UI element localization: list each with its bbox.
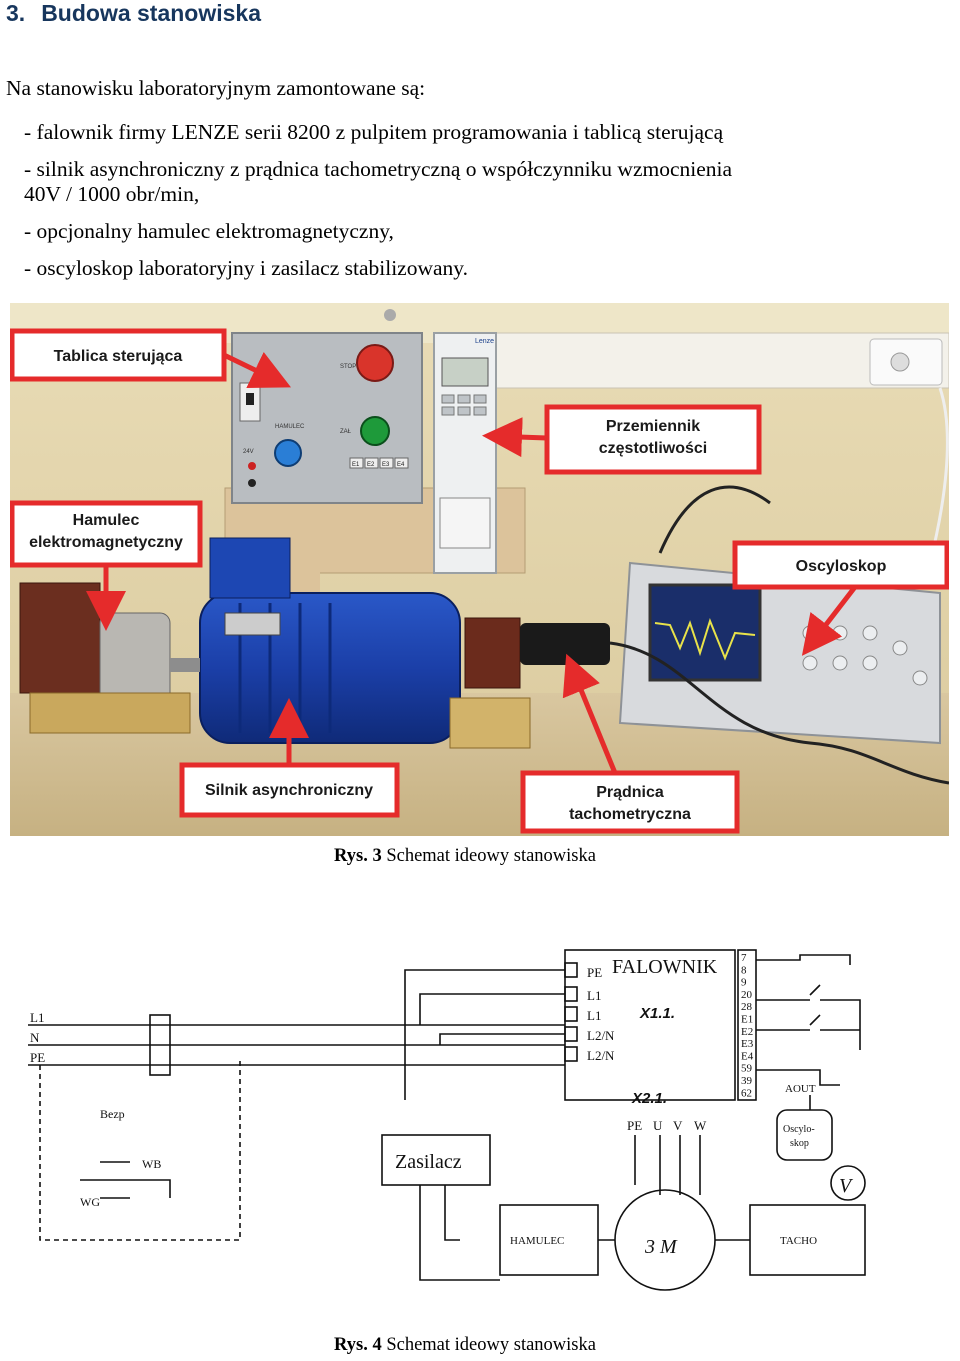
- section-title: Budowa stanowiska: [41, 0, 262, 26]
- control-panel: STOP ZAŁ HAMULEC 24V E1 E2 E3 E4: [231, 309, 423, 504]
- e4-label: E4: [397, 462, 405, 468]
- list-item: - opcjonalny hamulec elektromagnetyczny,: [24, 219, 394, 243]
- figure-caption-4: Rys. 4 Schemat ideowy stanowiska: [0, 1335, 930, 1356]
- lab-bench-photo: STOP ZAŁ HAMULEC 24V E1 E2 E3 E4 Lenze: [10, 303, 949, 836]
- caption-text: Schemat ideowy stanowiska: [381, 846, 596, 866]
- label-silnik: Silnik asynchroniczny: [179, 698, 400, 818]
- hamulec-label: HAMULEC: [275, 424, 305, 430]
- hamulec-schem-label: HAMULEC: [510, 1235, 564, 1247]
- pin-label: L1: [587, 988, 601, 1003]
- inverter-device: Lenze: [433, 332, 497, 574]
- terminal-number: 59: [741, 1063, 753, 1075]
- label-przemiennik: Przemiennik częstotliwości: [482, 404, 762, 475]
- terminal-number: 20: [741, 989, 753, 1001]
- label-oscyloskop: Oscyloskop: [732, 540, 949, 656]
- pin-label: PE: [587, 965, 602, 980]
- intro-paragraph: Na stanowisku laboratoryjnym zamontowane…: [6, 76, 426, 100]
- terminal-number: 62: [741, 1087, 752, 1099]
- v24-label: 24V: [243, 449, 254, 455]
- section-number: 3.: [6, 0, 26, 26]
- label-text: Oscyloskop: [796, 558, 887, 575]
- label-text-line2: tachometryczna: [569, 806, 691, 823]
- mains-label: L1: [30, 1010, 44, 1025]
- terminal-number: 8: [741, 964, 747, 976]
- oscyloskop-label-1: Oscylo-: [783, 1124, 815, 1135]
- zal-label: ZAŁ: [340, 429, 352, 435]
- equipment-list: - falownik firmy LENZE serii 8200 z pulp…: [24, 114, 924, 287]
- terminal-number: 39: [741, 1075, 753, 1087]
- label-text-line1: Hamulec: [73, 512, 140, 529]
- oscyloskop-label-2: skop: [790, 1138, 809, 1149]
- zasilacz-label: Zasilacz: [395, 1151, 462, 1173]
- label-text: Tablica sterująca: [54, 348, 183, 365]
- label-tablica-sterujaca: Tablica sterująca: [10, 328, 292, 388]
- mains-label: N: [30, 1030, 40, 1045]
- x21-label: X2.1.: [631, 1090, 667, 1107]
- terminal-number: E4: [741, 1050, 754, 1062]
- label-text-line2: elektromagnetyczny: [29, 534, 183, 551]
- section-heading: 3. Budowa stanowiska: [6, 0, 261, 27]
- x11-label: X1.1.: [639, 1005, 675, 1022]
- label-text-line1: Prądnica: [596, 784, 664, 801]
- pin-label: V: [673, 1118, 683, 1133]
- figure-caption-3: Rys. 3 Schemat ideowy stanowiska: [0, 846, 930, 867]
- lenze-logo-text: Lenze: [475, 338, 494, 345]
- wiring-schematic: FALOWNIK PE L1 L1 L2/N L2/N X1.1. X2.1. …: [20, 940, 920, 1330]
- list-item-continuation: 40V / 1000 obr/min,: [24, 182, 200, 206]
- caption-text: Schemat ideowy stanowiska: [381, 1335, 596, 1355]
- list-item: - silnik asynchroniczny z prądnica tacho…: [24, 151, 924, 188]
- list-item: - falownik firmy LENZE serii 8200 z pulp…: [24, 120, 724, 144]
- pin-label: L2/N: [587, 1028, 615, 1043]
- terminal-number: E1: [741, 1014, 753, 1026]
- tacho-generator-device: [449, 617, 610, 749]
- terminal-number: 9: [741, 977, 747, 989]
- label-text-line1: Przemiennik: [606, 418, 700, 435]
- voltmeter-label: V: [839, 1175, 854, 1197]
- caption-number: Rys. 4: [334, 1335, 382, 1355]
- tacho-label: TACHO: [780, 1235, 817, 1247]
- mains-label: PE: [30, 1050, 45, 1065]
- terminal-number: 7: [741, 952, 747, 964]
- e2-label: E2: [367, 462, 375, 468]
- falownik-label: FALOWNIK: [612, 956, 718, 978]
- label-text: Silnik asynchroniczny: [205, 782, 373, 799]
- motor-device: [170, 537, 461, 744]
- e3-label: E3: [382, 462, 390, 468]
- terminal-number: 28: [741, 1001, 753, 1013]
- pin-label: W: [694, 1118, 707, 1133]
- label-hamulec: Hamulec elektromagnetyczny: [10, 500, 203, 631]
- oscilloscope-device: [618, 561, 941, 745]
- stop-label: STOP: [340, 364, 356, 370]
- list-item-text: - silnik asynchroniczny z prądnica tacho…: [24, 157, 733, 181]
- e1-label: E1: [352, 462, 360, 468]
- label-text-line2: częstotliwości: [599, 440, 707, 457]
- pin-label: U: [653, 1118, 663, 1133]
- wg-label: WG: [80, 1195, 100, 1209]
- bezp-label: Bezp: [100, 1107, 125, 1121]
- terminal-number: E3: [741, 1038, 754, 1050]
- caption-number: Rys. 3: [334, 846, 382, 866]
- pin-label: L2/N: [587, 1048, 615, 1063]
- motor-label: 3 M: [644, 1236, 678, 1258]
- aout-label: AOUT: [785, 1083, 816, 1095]
- terminal-number: E2: [741, 1026, 753, 1038]
- wb-label: WB: [142, 1157, 161, 1171]
- list-item: - oscyloskop laboratoryjny i zasilacz st…: [24, 256, 469, 280]
- pin-label: PE: [627, 1118, 642, 1133]
- label-pradnica: Prądnica tachometryczna: [520, 653, 740, 834]
- pin-label: L1: [587, 1008, 601, 1023]
